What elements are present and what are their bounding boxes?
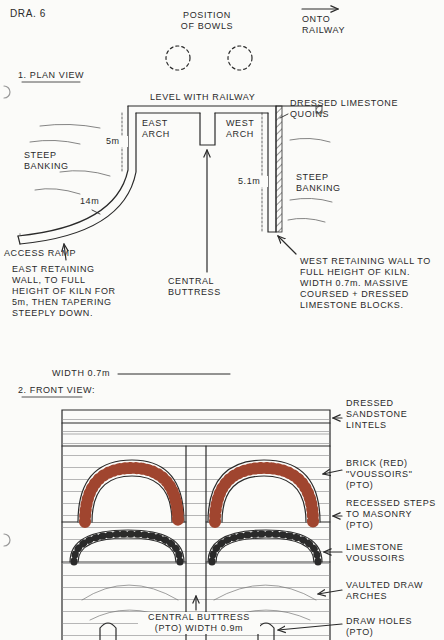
annotation-label: DRAW HOLES (PTO) <box>346 616 440 638</box>
annotation-label: 5.1m <box>236 176 268 187</box>
annotation-label: WEST ARCH <box>226 118 266 140</box>
annotation-label: DRESSED LIMESTONE QUOINS <box>290 98 440 120</box>
annotation-label: EAST ARCH <box>142 118 182 140</box>
annotation-label: DRESSED SANDSTONE LINTELS <box>346 398 440 431</box>
annotation-label: LIMESTONE VOUSSOIRS <box>346 542 440 564</box>
annotation-label: 1. PLAN VIEW <box>18 70 108 81</box>
annotation-label: 14m <box>80 196 106 207</box>
annotation-label: LEVEL WITH RAILWAY <box>150 92 280 103</box>
annotation-label: EAST RETAINING WALL, TO FULL HEIGHT OF K… <box>12 264 124 319</box>
annotation-label: RECESSED STEPS TO MASONRY (PTO) <box>346 498 440 531</box>
annotation-label: WEST RETAINING WALL TO FULL HEIGHT OF KI… <box>300 256 438 311</box>
annotation-label: STEEP BANKING <box>296 172 356 194</box>
annotation-label: STEEP BANKING <box>24 150 84 172</box>
drawing-number: DRA. 6 <box>10 8 46 19</box>
annotation-label: CENTRAL BUTTRESS <box>168 276 258 298</box>
annotation-label: POSITION OF BOWLS <box>176 10 238 32</box>
annotation-label: 2. FRONT VIEW: <box>18 385 128 396</box>
annotation-label: BRICK (RED) "VOUSSOIRS" (PTO) <box>346 458 440 491</box>
annotation-label: 5m <box>104 136 128 147</box>
annotation-label: WIDTH 0.7m <box>52 368 122 379</box>
annotation-label: ACCESS RAMP <box>4 248 84 259</box>
annotation-label: CENTRAL BUTTRESS (PTO) WIDTH 0.9m <box>138 612 260 634</box>
annotation-label: ONTO RAILWAY <box>302 14 372 36</box>
annotation-label: VAULTED DRAW ARCHES <box>346 580 440 602</box>
